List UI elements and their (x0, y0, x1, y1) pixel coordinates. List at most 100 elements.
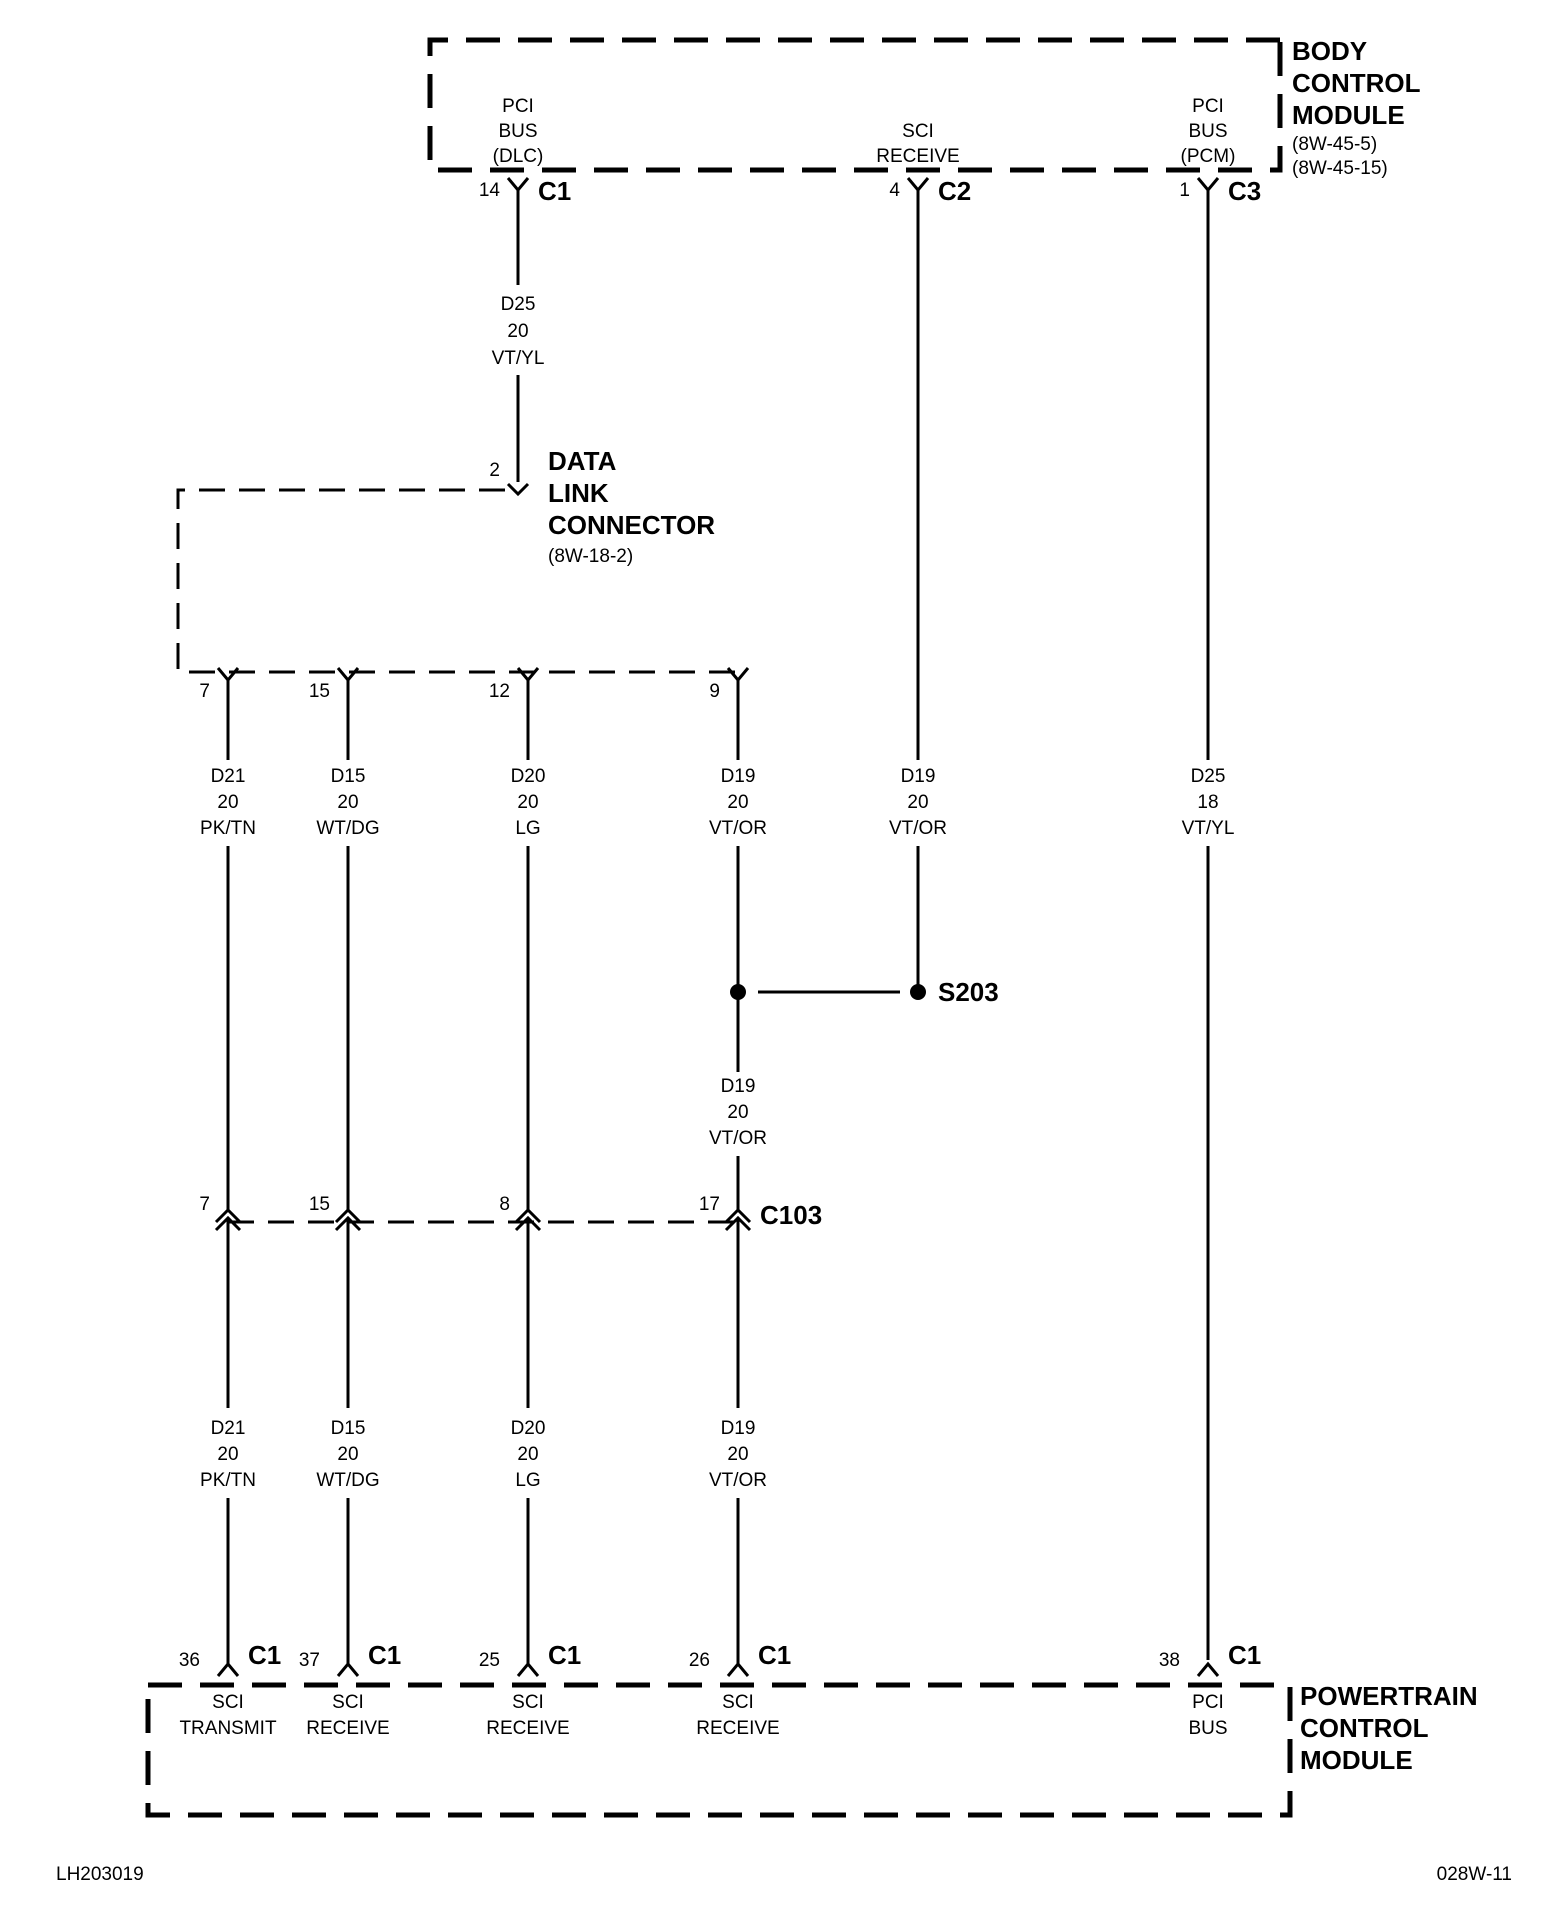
dlc-name-line1: DATA (548, 446, 617, 476)
bcm-name-line1: BODY (1292, 36, 1367, 66)
pcm-outline (145, 1682, 1293, 1818)
splice-s203: S203 D19 20 VT/OR (709, 977, 999, 1210)
wire-d21-lower-gauge: 20 (217, 1444, 238, 1465)
pcm-pin25-func-line1: SCI (512, 1692, 544, 1713)
dlc-name-line3: CONNECTOR (548, 510, 715, 540)
dlc-terminal-7 (216, 667, 240, 683)
bcm-pin14-func-line3: (DLC) (493, 146, 544, 167)
pcm-terminal-25 (516, 1661, 540, 1677)
bcm-pin4-number: 4 (889, 180, 900, 201)
dlc-ref: (8W-18-2) (548, 546, 633, 567)
bcm-outline (427, 37, 1283, 173)
wire-d21-lower-color: PK/TN (200, 1470, 256, 1491)
dlc-pin7-number: 7 (199, 681, 210, 702)
bcm-pin4-func-line1: SCI (902, 121, 934, 142)
wire-d20-upper-gauge: 20 (517, 792, 538, 813)
pcm-pin26-func-line1: SCI (722, 1692, 754, 1713)
bcm-terminal-4 (906, 177, 930, 193)
splice-wire-circuit: D19 (721, 1076, 756, 1097)
wire-d21-upper-color: PK/TN (200, 818, 256, 839)
wire-d19-upper-gauge: 20 (727, 792, 748, 813)
wire-d19-lower-circuit: D19 (721, 1418, 756, 1439)
bcm-pin4-func-line2: RECEIVE (876, 146, 959, 167)
pcm-terminal-37 (336, 1661, 360, 1677)
pcm-name-line2: CONTROL (1300, 1713, 1429, 1743)
bcm-ref-1: (8W-45-5) (1292, 134, 1377, 155)
pcm-pin38-func-line2: BUS (1188, 1718, 1227, 1739)
wire-d20-lower-color: LG (515, 1470, 540, 1491)
pcm-pin25-connector: C1 (548, 1640, 581, 1670)
wire-d19-upper-color: VT/OR (709, 818, 767, 839)
pcm-terminal-36 (216, 1661, 240, 1677)
bcm-pin14-func-line1: PCI (502, 96, 534, 117)
c103-to-pcm-wires: D21 20 PK/TN D15 20 WT/DG D20 20 LG D19 … (200, 1218, 767, 1666)
pcm-pin36-number: 36 (179, 1650, 200, 1671)
bcm-pin14-connector: C1 (538, 176, 571, 206)
dlc-pin12-number: 12 (489, 681, 510, 702)
dlc-name-line2: LINK (548, 478, 609, 508)
dlc-pin9-number: 9 (709, 681, 720, 702)
footer-figure-id: LH203019 (56, 1864, 144, 1885)
wire-d21-upper-circuit: D21 (211, 766, 246, 787)
wire-d20-lower-gauge: 20 (517, 1444, 538, 1465)
wire-d25-pcm-color: VT/YL (1182, 818, 1235, 839)
wire-d19-lower-color: VT/OR (709, 1470, 767, 1491)
pcm-pin26-number: 26 (689, 1650, 710, 1671)
c103-label: C103 (760, 1200, 822, 1230)
wire-d15-lower-color: WT/DG (316, 1470, 379, 1491)
body-control-module: BODY CONTROL MODULE (8W-45-5) (8W-45-15)… (427, 36, 1421, 206)
pcm-pin36-connector: C1 (248, 1640, 281, 1670)
dlc-terminal-2 (506, 482, 530, 497)
dlc-terminal-12 (516, 667, 540, 683)
wire-d19-bcm-gauge: 20 (907, 792, 928, 813)
wire-d19-lower-gauge: 20 (727, 1444, 748, 1465)
bcm-pin4-connector: C2 (938, 176, 971, 206)
footer-page-code: 028W-11 (1437, 1864, 1512, 1885)
pcm-pin37-number: 37 (299, 1650, 320, 1671)
pcm-pin36-func-line2: TRANSMIT (179, 1718, 277, 1739)
wire-d21-lower-circuit: D21 (211, 1418, 246, 1439)
dlc-pin2-number: 2 (489, 460, 500, 481)
pcm-name-line1: POWERTRAIN (1300, 1681, 1478, 1711)
bcm-pin1-func-line1: PCI (1192, 96, 1224, 117)
pcm-pin36-func-line1: SCI (212, 1692, 244, 1713)
wire-d25-circuit: D25 (501, 294, 536, 315)
wire-d25-pcm-gauge: 18 (1197, 792, 1218, 813)
wire-d21-upper-gauge: 20 (217, 792, 238, 813)
wire-d19-bcm-color: VT/OR (889, 818, 947, 839)
bcm-terminal-1 (1196, 177, 1220, 193)
wire-d20-upper-circuit: D20 (511, 766, 546, 787)
c103-pin15-number: 15 (309, 1194, 330, 1215)
splice-label: S203 (938, 977, 999, 1007)
wire-d25-gauge: 20 (507, 321, 528, 342)
dlc-terminal-9 (726, 667, 750, 683)
bcm-terminal-14 (506, 177, 530, 193)
wire-d25-color: VT/YL (492, 348, 545, 369)
wire-d19-bcm-circuit: D19 (901, 766, 936, 787)
bcm-pin1-connector: C3 (1228, 176, 1261, 206)
pcm-pin26-connector: C1 (758, 1640, 791, 1670)
bcm-name-line3: MODULE (1292, 100, 1405, 130)
bcm-pin14-number: 14 (479, 180, 501, 201)
wire-d15-upper-circuit: D15 (331, 766, 366, 787)
bcm-terminals (506, 177, 1220, 193)
pcm-pin26-func-line2: RECEIVE (696, 1718, 779, 1739)
dlc-pin15-number: 15 (309, 681, 330, 702)
splice-dot-right (910, 984, 926, 1000)
pcm-pin37-connector: C1 (368, 1640, 401, 1670)
wire-d15-upper-color: WT/DG (316, 818, 379, 839)
bcm-pin1-func-line3: (PCM) (1181, 146, 1236, 167)
data-link-connector: 2 DATA LINK CONNECTOR (8W-18-2) 7 15 12 … (176, 446, 750, 702)
splice-wire-gauge: 20 (727, 1102, 748, 1123)
powertrain-control-module: POWERTRAIN CONTROL MODULE 36 C1 37 C1 25… (145, 1640, 1478, 1818)
splice-wire-color: VT/OR (709, 1128, 767, 1149)
pcm-terminal-38 (1196, 1661, 1220, 1677)
wire-d20-lower-circuit: D20 (511, 1418, 546, 1439)
wire-d15-lower-gauge: 20 (337, 1444, 358, 1465)
wire-d19-upper-circuit: D19 (721, 766, 756, 787)
splice-dot-left (730, 984, 746, 1000)
pcm-terminal-26 (726, 1661, 750, 1677)
pcm-pin38-func-line1: PCI (1192, 1692, 1224, 1713)
pcm-pin38-connector: C1 (1228, 1640, 1261, 1670)
